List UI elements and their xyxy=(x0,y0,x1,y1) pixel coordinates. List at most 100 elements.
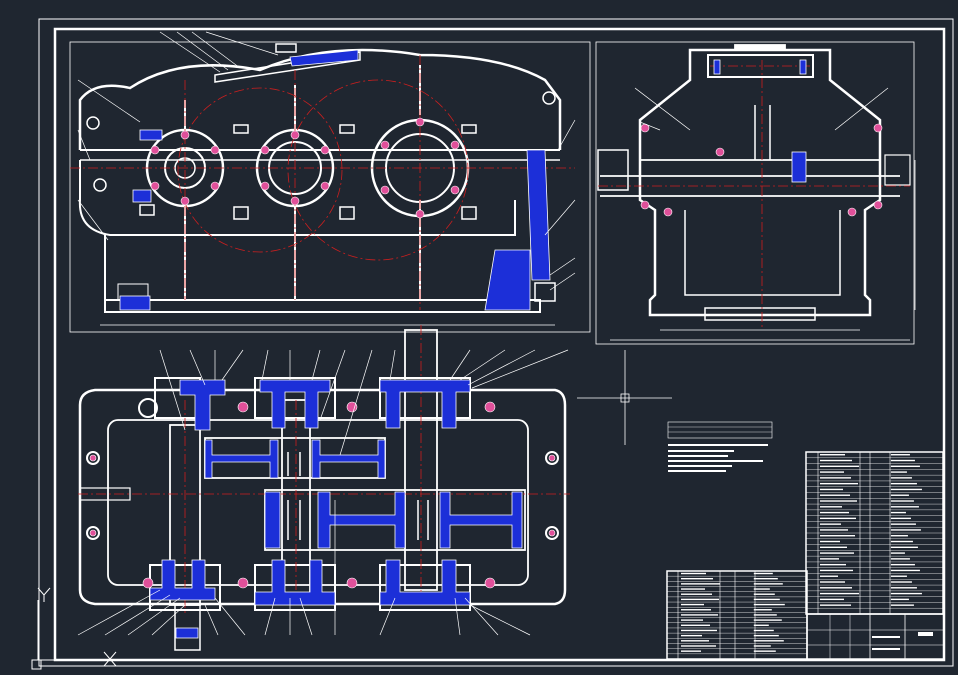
table-cell-text xyxy=(681,629,717,632)
table-cell-text xyxy=(820,529,848,531)
table-cell-text xyxy=(890,494,909,496)
table-cell-text xyxy=(890,506,919,508)
table-cell-text xyxy=(890,552,905,554)
table-cell-text xyxy=(820,506,842,508)
table-cell-text xyxy=(753,624,769,626)
table-cell-text xyxy=(820,558,839,560)
plan-centerlines xyxy=(78,325,570,615)
table-cell-text xyxy=(820,459,852,462)
table-cell-text xyxy=(890,500,914,502)
side-elevation-view xyxy=(595,41,916,345)
table-cell-text xyxy=(681,577,713,580)
front-leader-lines xyxy=(77,31,576,291)
table-cell-text xyxy=(753,640,784,642)
table-cell-text xyxy=(890,569,920,572)
table-cell-text xyxy=(820,535,855,537)
table-cell-text xyxy=(820,587,852,589)
table-cell-text xyxy=(820,488,843,491)
table-cell-text xyxy=(890,477,912,479)
table-cell-text xyxy=(681,598,719,601)
table-cell-text xyxy=(890,511,906,514)
table-cell-text xyxy=(890,563,915,566)
table-cell-text xyxy=(681,619,703,621)
title-block xyxy=(806,613,945,660)
table-cell-text xyxy=(890,454,910,456)
table-cell-text xyxy=(820,540,840,543)
table-cell-text xyxy=(820,465,859,467)
table-cell-text xyxy=(681,650,701,652)
table-cell-text xyxy=(890,471,907,473)
table-cell-text xyxy=(753,603,785,606)
parts-list-table xyxy=(805,451,944,615)
table-cell-text xyxy=(820,482,858,485)
table-cell-text xyxy=(890,488,922,491)
ucs-axis-icon xyxy=(31,587,117,670)
table-cell-text xyxy=(820,454,845,456)
table-cell-text xyxy=(681,572,706,575)
table-cell-text xyxy=(753,629,774,632)
table-cell-text xyxy=(681,634,702,637)
table-cell-text xyxy=(820,569,853,572)
table-cell-text xyxy=(681,603,704,606)
table-cell-text xyxy=(890,581,912,583)
table-cell-text xyxy=(753,583,783,585)
table-cell-text xyxy=(681,645,716,647)
table-cell-text xyxy=(820,598,844,601)
table-cell-text xyxy=(753,619,782,621)
table-cell-text xyxy=(890,604,914,606)
table-cell-text xyxy=(681,609,711,611)
table-cell-text xyxy=(681,588,705,590)
table-cell-text xyxy=(820,575,838,577)
table-cell-text xyxy=(890,575,907,577)
table-cell-text xyxy=(753,609,772,611)
table-cell-text xyxy=(753,645,771,647)
table-cell-text xyxy=(820,477,851,479)
table-cell-text xyxy=(820,592,859,595)
table-cell-text xyxy=(890,598,909,601)
table-cell-text xyxy=(820,517,856,520)
side-centerlines xyxy=(598,60,910,330)
table-cell-text xyxy=(890,535,908,537)
table-cell-text xyxy=(890,482,917,485)
lower-left-table xyxy=(666,570,808,660)
table-cell-text xyxy=(681,614,718,616)
table-cell-text xyxy=(820,581,845,583)
table-cell-text xyxy=(890,558,910,560)
table-cell-text xyxy=(820,563,846,566)
plan-section-hatch xyxy=(149,379,523,639)
table-cell-text xyxy=(681,640,709,642)
table-cell-text xyxy=(820,546,847,548)
front-bolt-markers xyxy=(150,117,460,219)
technical-requirements xyxy=(667,421,773,472)
table-cell-text xyxy=(820,494,850,496)
table-cell-text xyxy=(890,546,918,548)
table-cell-text xyxy=(890,529,921,531)
table-cell-text xyxy=(890,587,917,589)
table-cell-text xyxy=(820,471,844,473)
table-cell-text xyxy=(820,552,854,554)
side-bolt-markers xyxy=(640,123,883,217)
table-cell-text xyxy=(890,592,922,595)
plan-leader-lines xyxy=(77,349,569,636)
table-cell-text xyxy=(753,634,779,637)
table-cell-text xyxy=(890,523,916,525)
crosshair-cursor-icon xyxy=(577,350,672,445)
table-cell-text xyxy=(753,572,773,575)
table-cell-text xyxy=(890,465,920,467)
front-section-hatch xyxy=(119,49,551,311)
table-cell-text xyxy=(753,598,780,601)
table-cell-text xyxy=(753,650,776,652)
table-cell-text xyxy=(890,459,915,462)
table-cell-text xyxy=(681,624,710,626)
side-section-hatch xyxy=(713,59,807,183)
table-cell-text xyxy=(820,604,851,606)
table-cell-text xyxy=(753,614,777,616)
table-cell-text xyxy=(753,577,778,580)
table-cell-text xyxy=(820,511,849,514)
table-cell-text xyxy=(890,540,913,543)
table-cell-text xyxy=(681,593,712,595)
plan-bolt-markers xyxy=(89,401,556,589)
side-leader-lines xyxy=(634,87,889,131)
table-cell-text xyxy=(820,500,857,502)
